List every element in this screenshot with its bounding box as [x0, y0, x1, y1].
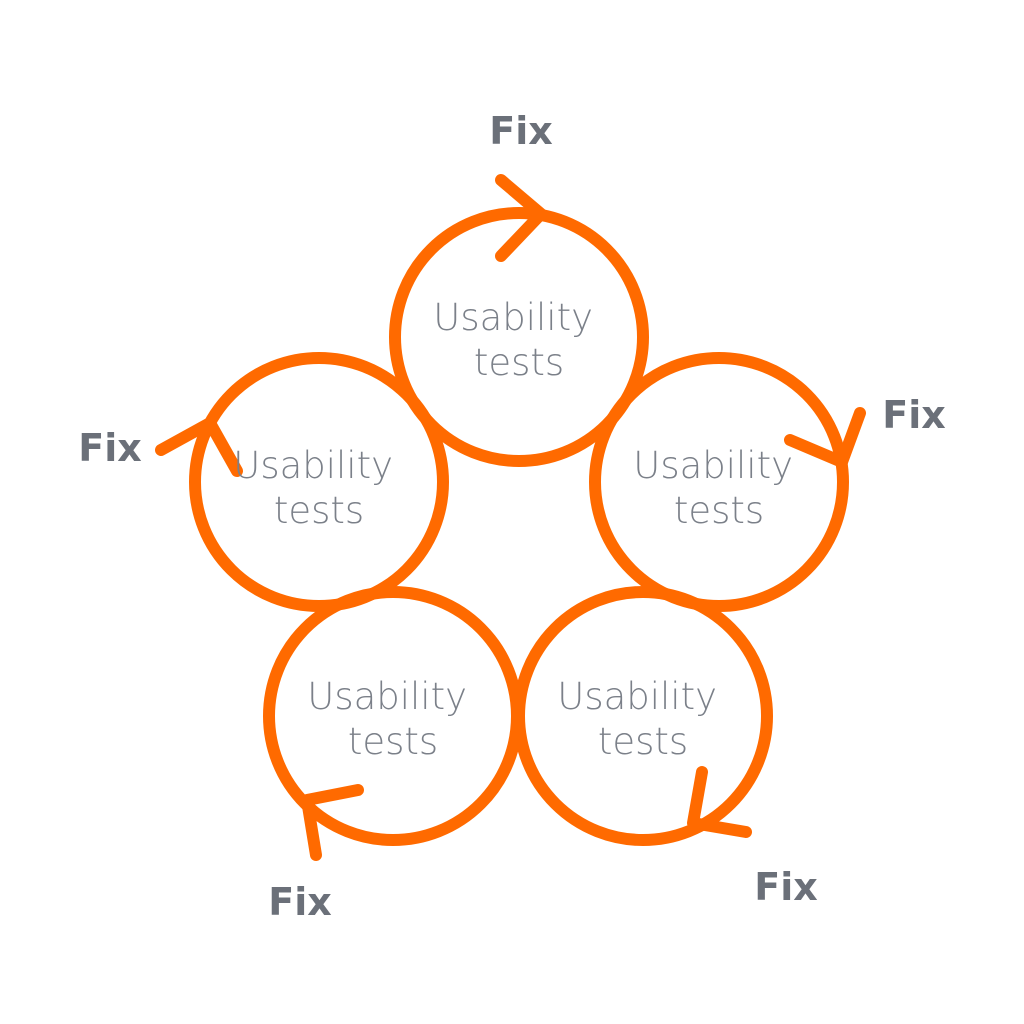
- node-label-line2: tests: [474, 341, 564, 384]
- arrowhead-bottom-left-icon: [301, 784, 364, 861]
- node-label-right: Usability tests: [633, 444, 805, 532]
- fix-label-top: Fix: [489, 109, 553, 153]
- node-label-line1: Usability: [233, 444, 393, 487]
- cycle-circle-top: [389, 207, 649, 467]
- node-label-line1: Usability: [557, 675, 717, 718]
- node-label-line2: tests: [274, 489, 364, 532]
- node-label-bottom-left: Usability tests: [307, 675, 479, 763]
- cycle-circle-bottom-left: [263, 586, 523, 846]
- node-label-line1: Usability: [307, 675, 467, 718]
- arrowhead-bottom-right-icon: [687, 766, 752, 838]
- node-label-line2: tests: [348, 720, 438, 763]
- fix-label-bottom-right: Fix: [754, 865, 818, 909]
- node-label-top: Usability tests: [433, 296, 605, 384]
- node-label-bottom-right: Usability tests: [557, 675, 729, 763]
- node-label-line2: tests: [598, 720, 688, 763]
- fix-label-right: Fix: [882, 393, 946, 437]
- fix-label-bottom-left: Fix: [268, 880, 332, 924]
- arrowhead-top-icon: [495, 174, 547, 262]
- arrowhead-left-icon: [155, 417, 243, 477]
- node-label-line1: Usability: [433, 296, 593, 339]
- arrowhead-right-icon: [784, 407, 866, 468]
- cycle-circle-left: [189, 352, 449, 612]
- fix-label-left: Fix: [78, 426, 142, 470]
- node-label-line1: Usability: [633, 444, 793, 487]
- node-label-left: Usability tests: [233, 444, 405, 532]
- cycle-circle-right: [589, 352, 849, 612]
- node-label-line2: tests: [674, 489, 764, 532]
